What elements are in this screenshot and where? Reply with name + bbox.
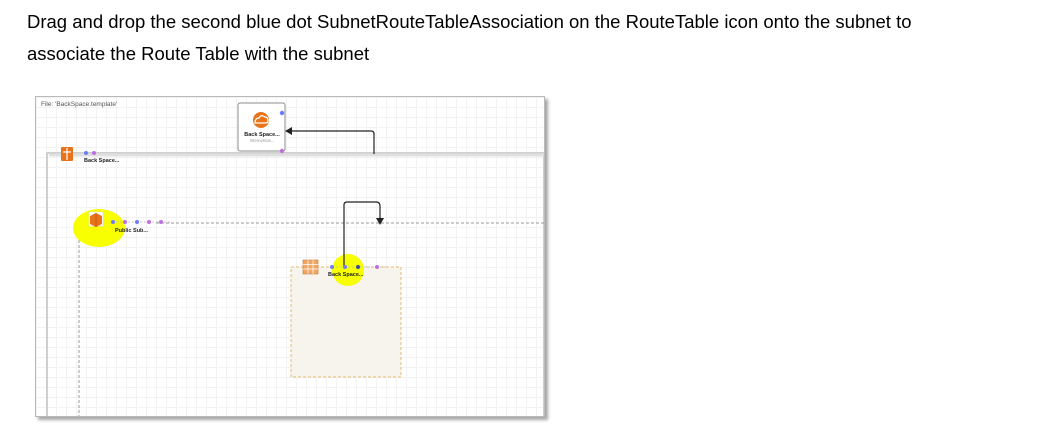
highlight-public-subnet <box>73 209 125 247</box>
cloud-glyph <box>254 115 269 124</box>
subnet-dot-purple-3[interactable] <box>159 220 163 224</box>
association-arrowhead <box>376 218 384 225</box>
vpc-dot-purple[interactable] <box>92 151 96 155</box>
public-subnet-container[interactable] <box>78 224 88 416</box>
designer-canvas[interactable]: File: 'BackSpace.template' <box>35 96 545 417</box>
internet-gateway-name: Back Space... <box>244 132 280 138</box>
vpc-icon-mark <box>63 148 71 160</box>
route-to-igw-connector <box>289 130 375 154</box>
route-table-dot-blue-2[interactable] <box>343 265 347 269</box>
designer-diagram <box>46 102 544 416</box>
public-subnet-label: Public Sub... <box>115 228 149 234</box>
subnet-dot-purple-1[interactable] <box>123 220 127 224</box>
internet-gateway-icon <box>253 112 269 128</box>
highlight-blue-dot <box>332 254 364 286</box>
association-connector <box>343 201 381 267</box>
instruction-text: Drag and drop the second blue dot Subnet… <box>27 6 1037 70</box>
igw-dot-purple[interactable] <box>279 148 285 154</box>
vpc-dot-blue[interactable] <box>84 151 88 155</box>
file-label: File: 'BackSpace.template' <box>41 101 118 108</box>
route-table-dot-purple[interactable] <box>375 265 379 269</box>
route-table-label: Back Space... <box>328 272 364 278</box>
igw-dot-blue[interactable] <box>279 110 285 116</box>
vpc-container[interactable] <box>46 152 544 416</box>
internet-gateway-label: Back Space... InternetGat... <box>242 132 282 143</box>
internet-gateway-type: InternetGat... <box>249 138 275 143</box>
subnet-dot-blue-1[interactable] <box>111 220 115 224</box>
subnet-dot-purple-2[interactable] <box>147 220 151 224</box>
vpc-label: Back Space... <box>84 158 120 164</box>
instruction-line-1: Drag and drop the second blue dot Subnet… <box>27 11 912 32</box>
route-table-dot-dark[interactable] <box>356 265 360 269</box>
route-table-icon <box>302 259 319 275</box>
route-table-grid <box>303 260 318 274</box>
route-table-dot-blue-1[interactable] <box>330 265 334 269</box>
instruction-line-2: associate the Route Table with the subne… <box>27 43 370 64</box>
igw-arrowhead <box>285 127 292 135</box>
subnet-dot-blue-2[interactable] <box>135 220 139 224</box>
